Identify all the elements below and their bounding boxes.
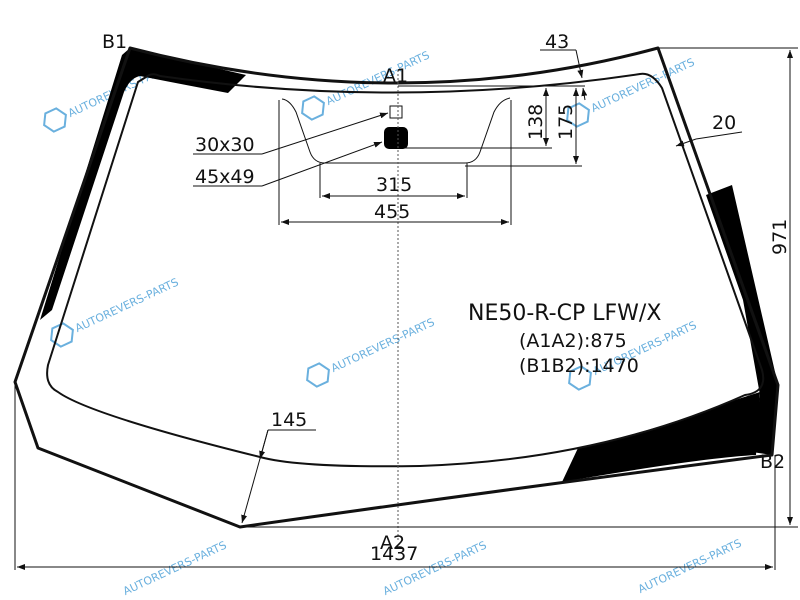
sensor-45x49 bbox=[384, 127, 408, 149]
point-a1-label: A1 bbox=[383, 65, 408, 87]
svg-text:AUTOREVERS-PARTS: AUTOREVERS-PARTS bbox=[324, 49, 432, 108]
watermark: AUTOREVERS-PARTS bbox=[306, 316, 437, 388]
svg-text:AUTOREVERS-PARTS: AUTOREVERS-PARTS bbox=[329, 316, 437, 375]
dim-height: 971 bbox=[769, 219, 791, 255]
dim-sensor-small: 30x30 bbox=[195, 134, 255, 156]
watermark: AUTOREVERS-PARTS bbox=[568, 319, 699, 391]
watermark: AUTOREVERS-PARTS bbox=[121, 539, 229, 598]
sensor-zone-outline bbox=[281, 97, 511, 164]
dim-sensor-large: 45x49 bbox=[195, 166, 255, 188]
dimension-lines bbox=[14, 47, 798, 570]
point-a2-label: A2 bbox=[380, 532, 405, 554]
dim-width: 1437 bbox=[370, 543, 418, 565]
a1a2-distance: (A1A2):875 bbox=[519, 330, 627, 352]
svg-text:AUTOREVERS-PARTS: AUTOREVERS-PARTS bbox=[121, 539, 229, 598]
b1b2-distance: (B1B2):1470 bbox=[519, 355, 639, 377]
watermark: AUTOREVERS-PARTS bbox=[50, 276, 181, 348]
dim-zone-455: 455 bbox=[374, 201, 410, 223]
dim-zone-315: 315 bbox=[376, 174, 412, 196]
black-band-top-left bbox=[40, 48, 246, 320]
black-band-bottom-right bbox=[562, 392, 760, 482]
svg-text:AUTOREVERS-PARTS: AUTOREVERS-PARTS bbox=[589, 56, 697, 115]
dim-sensor-138: 138 bbox=[525, 104, 547, 140]
svg-text:AUTOREVERS-PARTS: AUTOREVERS-PARTS bbox=[73, 276, 181, 335]
sensor-30x30 bbox=[389, 105, 403, 119]
svg-text:AUTOREVERS-PARTS: AUTOREVERS-PARTS bbox=[636, 537, 744, 596]
part-code: NE50-R-CP LFW/X bbox=[468, 301, 661, 326]
glass-inner-contour bbox=[46, 72, 765, 468]
point-b2-label: B2 bbox=[760, 451, 785, 473]
point-b1-label: B1 bbox=[102, 31, 127, 53]
watermark: AUTOREVERS-PARTS bbox=[636, 537, 744, 596]
dim-side-band: 20 bbox=[712, 112, 736, 134]
dim-top-band: 43 bbox=[545, 31, 569, 53]
dim-bottom-band: 145 bbox=[271, 409, 307, 431]
glass-outer-contour bbox=[13, 46, 780, 529]
dim-sensor-175: 175 bbox=[555, 104, 577, 140]
